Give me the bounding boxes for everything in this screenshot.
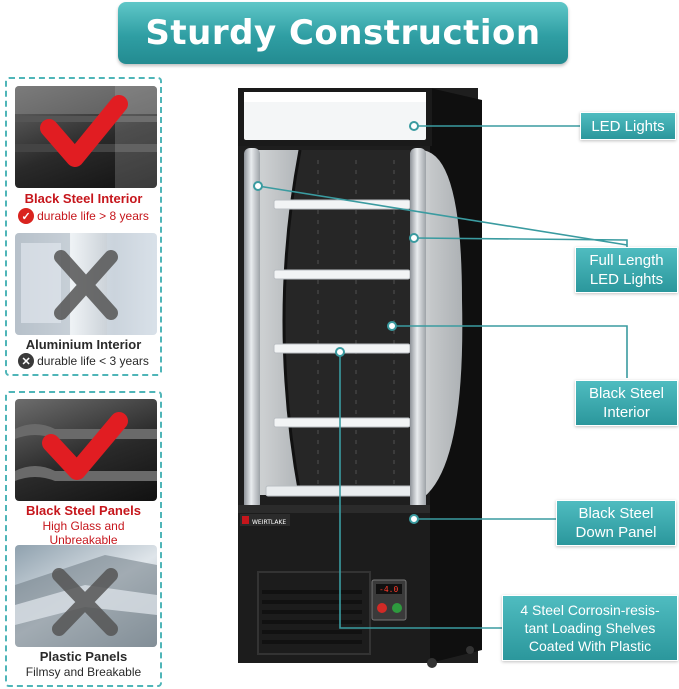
brand-flag-icon — [242, 516, 249, 524]
callout-full-length-line2: LED Lights — [589, 271, 664, 288]
check-mark-icon: ✓ — [18, 208, 35, 224]
black-steel-interior-title: Black Steel Interior — [24, 191, 143, 206]
check-mark-icon — [40, 95, 128, 167]
black-steel-interior-subtitle: durable life > 8 years — [37, 209, 149, 223]
callout-shelves-line3: Coated With Plastic — [528, 638, 652, 654]
black-steel-panels-subtitle: High Glass and Unbreakable — [42, 519, 125, 547]
callout-full-length-line1: Full Length — [589, 252, 664, 269]
callout-shelves-line2: tant Loading Shelves — [524, 620, 656, 636]
callout-black-steel-interior: Black Steel Interior — [575, 380, 678, 426]
leader-dots — [253, 121, 419, 524]
interior-comparison-panel: Black Steel Interior ✓ durable life > 8 … — [5, 77, 162, 376]
page-title: Sturdy Construction — [145, 13, 541, 53]
brand-badge — [240, 514, 290, 526]
aluminium-interior-subtitle-row: ✕ durable life < 3 years — [7, 353, 160, 369]
title-banner: Sturdy Construction — [118, 2, 568, 64]
temperature-display: -4.0 — [379, 585, 398, 594]
callout-down-panel-line1: Black Steel — [578, 505, 654, 522]
black-steel-panels-photo — [15, 399, 157, 501]
right-led-pillar — [410, 148, 426, 510]
temperature-controller: -4.0 — [371, 579, 407, 621]
leader-lines — [257, 125, 628, 629]
plastic-panels-title: Plastic Panels — [39, 649, 128, 664]
callout-black-steel-down-panel: Black Steel Down Panel — [556, 500, 676, 546]
plastic-panels-subtitle: Filmsy and Breakable — [25, 665, 142, 679]
callout-interior-line2: Interior — [603, 404, 650, 421]
black-steel-interior-photo — [15, 86, 157, 188]
caster-wheel-icon — [466, 646, 474, 654]
left-led-pillar — [244, 148, 260, 510]
side-glass-left — [258, 150, 300, 495]
callout-down-panel-line2: Down Panel — [575, 524, 657, 541]
callout-full-length-led: Full Length LED Lights — [575, 247, 678, 293]
brand-label: WEIRTLAKE — [252, 519, 286, 526]
aluminium-interior-title: Aluminium Interior — [25, 337, 142, 352]
aluminium-interior-photo — [15, 233, 157, 335]
aluminium-interior-subtitle: durable life < 3 years — [37, 354, 149, 368]
panel-comparison-panel: Black Steel Panels High Glass and Unbrea… — [5, 391, 162, 687]
power-switch-green-icon — [392, 603, 402, 613]
caster-wheel-icon — [427, 658, 437, 668]
callout-interior-line1: Black Steel — [588, 385, 665, 402]
callout-led-lights: LED Lights — [580, 112, 676, 140]
x-cross-icon: ✕ — [18, 353, 35, 369]
power-switch-red-icon — [377, 603, 387, 613]
led-light-header — [238, 88, 432, 146]
x-cross-icon — [54, 250, 118, 320]
plastic-panels-photo — [15, 545, 157, 647]
black-steel-panels-title: Black Steel Panels — [26, 503, 141, 518]
callout-shelves-line1: 4 Steel Corrosin-resis- — [520, 602, 660, 618]
callout-steel-shelves: 4 Steel Corrosin-resis- tant Loading She… — [502, 595, 678, 661]
check-mark-icon — [42, 412, 128, 480]
callout-led-lights-text: LED Lights — [591, 117, 665, 135]
black-steel-interior-subtitle-row: ✓ durable life > 8 years — [7, 208, 160, 224]
x-cross-icon — [52, 568, 118, 636]
